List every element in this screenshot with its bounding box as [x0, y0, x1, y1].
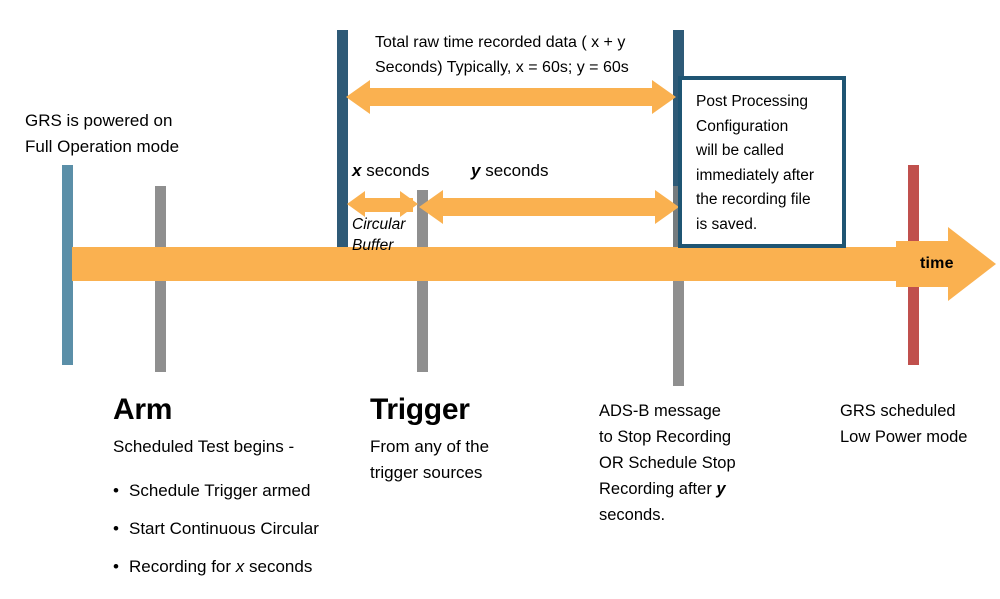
timeline-axis-band	[72, 247, 900, 281]
circular-buffer-label: Circular Buffer	[352, 214, 405, 256]
y-seconds-label: y seconds	[471, 160, 549, 182]
stop-recording-line2: to Stop Recording	[599, 428, 732, 446]
timeline-axis-shaft	[896, 241, 950, 287]
event-label-stop-recording: ADS-B message to Stop Recording OR Sched…	[599, 398, 736, 528]
post-processing-line-1: Post Processing	[696, 93, 808, 110]
y-seconds-arrow-left-head-icon	[419, 190, 443, 224]
stop-recording-line4-pre: Recording after	[599, 480, 717, 498]
event-label-trigger: Trigger From any of the trigger sources	[370, 392, 489, 486]
event-label-low-power: GRS scheduled Low Power mode	[840, 398, 967, 450]
total-raw-time-caption-line2: Seconds) Typically, x = 60s; y = 60s	[375, 59, 629, 76]
grs-power-on-note: GRS is powered on Full Operation mode	[25, 108, 179, 160]
total-raw-time-caption: Total raw time recorded data ( x + y Sec…	[375, 30, 629, 80]
y-seconds-arrow-right-head-icon	[655, 190, 679, 224]
stop-recording-line4: Recording after y	[599, 476, 736, 502]
arm-heading: Arm	[113, 393, 173, 426]
event-label-arm: Arm Scheduled Test begins - • Schedule T…	[113, 392, 319, 586]
arm-bullet-3-post: seconds	[244, 557, 313, 576]
post-processing-line-3: will be called	[696, 142, 784, 159]
total-time-arrow-shaft	[368, 88, 654, 106]
y-seconds-symbol: y	[471, 161, 481, 180]
stop-recording-line1: ADS-B message	[599, 402, 721, 420]
post-processing-line-2: Configuration	[696, 117, 789, 135]
x-seconds-label: x seconds	[352, 160, 430, 182]
total-time-arrow-left-head-icon	[346, 80, 370, 114]
arm-bullet-3-symbol: x	[235, 557, 245, 576]
trigger-heading: Trigger	[370, 393, 470, 426]
low-power-line1: GRS scheduled	[840, 402, 956, 420]
arm-bullet-3: • Recording for x seconds	[113, 548, 319, 586]
event-bar-stop-recording	[673, 186, 684, 386]
bullet-dot-icon: •	[113, 519, 119, 538]
event-bar-trigger-top	[337, 30, 348, 248]
post-processing-line-4: immediately after	[696, 166, 815, 184]
arm-bullet-1-text: Schedule Trigger armed	[129, 481, 311, 500]
bullet-dot-icon: •	[113, 557, 119, 576]
arm-bullet-3-pre: Recording for	[129, 557, 236, 576]
circular-buffer-line2: Buffer	[352, 237, 394, 254]
post-processing-callout-box: Post Processing Configuration will be ca…	[678, 76, 846, 248]
arm-bullet-2-text: Start Continuous Circular	[129, 519, 319, 538]
y-seconds-text: seconds	[480, 161, 549, 180]
event-bar-trigger	[417, 190, 428, 372]
low-power-line2: Low Power mode	[840, 428, 968, 446]
x-seconds-arrow-right-head-icon	[400, 191, 418, 217]
trigger-desc-line1: From any of the	[370, 437, 490, 456]
grs-power-on-note-line1: GRS is powered on	[25, 111, 173, 130]
event-bar-grs-power-on	[62, 165, 73, 365]
arm-bullet-2: • Start Continuous Circular	[113, 510, 319, 548]
total-time-arrow-right-head-icon	[652, 80, 676, 114]
arm-subtitle: Scheduled Test begins -	[113, 437, 295, 456]
stop-recording-line3: OR Schedule Stop	[599, 454, 736, 472]
post-processing-line-6: is saved.	[696, 215, 758, 233]
grs-power-on-note-line2: Full Operation mode	[25, 137, 180, 156]
y-seconds-arrow-shaft	[441, 198, 657, 216]
stop-recording-symbol: y	[716, 480, 726, 498]
timeline-axis-label: time	[920, 255, 954, 272]
arm-bullet-1: • Schedule Trigger armed	[113, 472, 319, 510]
bullet-dot-icon: •	[113, 481, 119, 500]
circular-buffer-line1: Circular	[352, 216, 406, 233]
total-raw-time-caption-line1: Total raw time recorded data ( x + y	[375, 34, 626, 51]
post-processing-line-5: the recording file	[696, 191, 811, 208]
stop-recording-line5: seconds.	[599, 506, 666, 524]
x-seconds-symbol: x	[352, 161, 362, 180]
x-seconds-text: seconds	[361, 161, 430, 180]
trigger-desc-line2: trigger sources	[370, 463, 483, 482]
x-seconds-arrow-left-head-icon	[347, 191, 365, 217]
timeline-arrowhead-icon	[948, 227, 996, 301]
